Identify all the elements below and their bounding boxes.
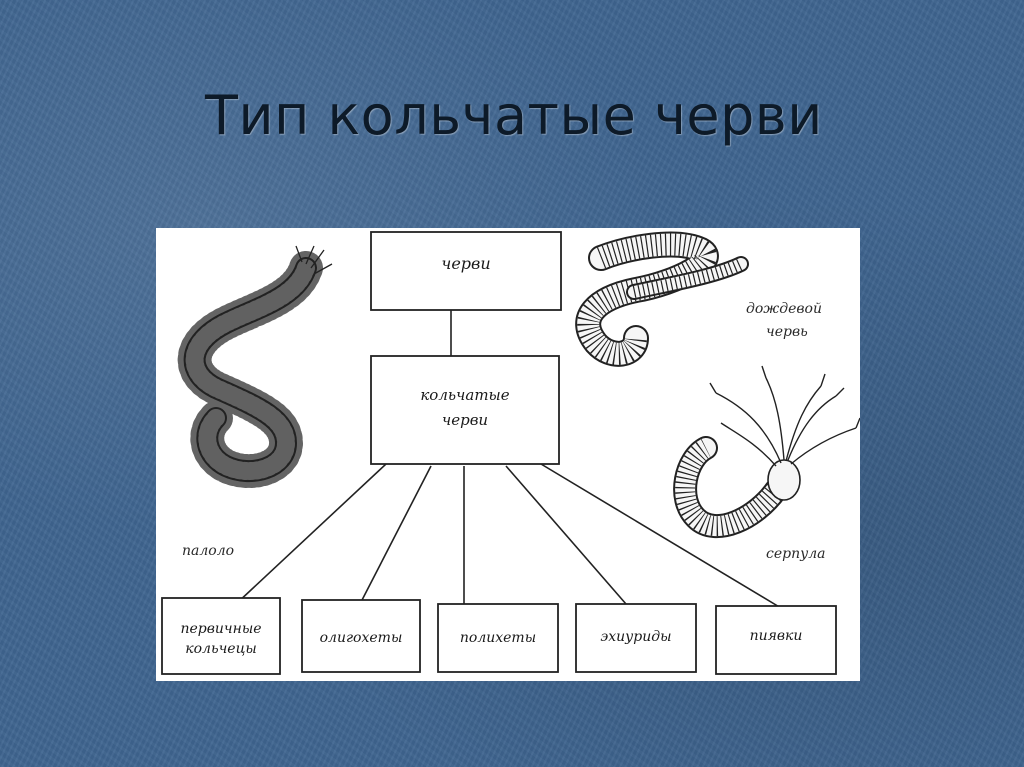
slide-title: Тип кольчатые черви bbox=[205, 84, 823, 147]
root-label: черви bbox=[441, 254, 490, 273]
middle-box: кольчатые черви bbox=[370, 355, 560, 465]
leaf-box-4: эхиуриды bbox=[575, 603, 697, 673]
leaf-4-label: эхиуриды bbox=[600, 629, 671, 645]
diagram-figure: черви кольчатые черви первичные кольчецы… bbox=[156, 228, 860, 681]
leaf-5-label: пиявки bbox=[750, 628, 803, 644]
middle-label-line1: кольчатые bbox=[420, 386, 509, 404]
serpula-illustration bbox=[673, 365, 860, 539]
diagram-svg: черви кольчатые черви первичные кольчецы… bbox=[161, 231, 860, 675]
leaf-1-line1: первичные bbox=[180, 621, 261, 637]
palolo-worm-illustration bbox=[177, 245, 333, 489]
root-box: черви bbox=[370, 231, 562, 311]
leaf-box-2: олигохеты bbox=[301, 599, 421, 673]
connector-leaf-2 bbox=[360, 465, 432, 603]
connector-leaf-5 bbox=[540, 463, 782, 609]
serpula-caption: серпула bbox=[766, 546, 826, 562]
connector-leaf-4 bbox=[505, 465, 627, 605]
palolo-caption: палоло bbox=[182, 543, 234, 559]
leaf-box-1: первичные кольчецы bbox=[161, 597, 281, 675]
connector-leaf-1 bbox=[235, 463, 387, 605]
middle-label-line2: черви bbox=[442, 411, 488, 429]
leaf-3-label: полихеты bbox=[460, 630, 536, 646]
leaf-box-3: полихеты bbox=[437, 603, 559, 673]
earthworm-caption-line2: червь bbox=[766, 324, 808, 340]
leaf-box-5: пиявки bbox=[715, 605, 837, 675]
connector-lines bbox=[235, 310, 782, 609]
leaf-2-label: олигохеты bbox=[320, 630, 403, 646]
earthworm-caption-line1: дождевой bbox=[746, 301, 822, 317]
leaf-1-line2: кольчецы bbox=[185, 641, 257, 657]
earthworm-illustration bbox=[575, 231, 749, 367]
